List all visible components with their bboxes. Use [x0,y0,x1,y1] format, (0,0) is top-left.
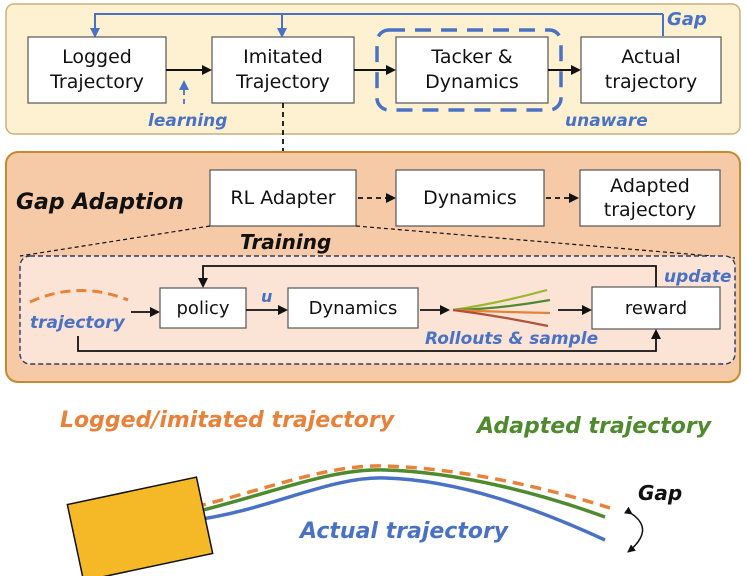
rollouts-label: Rollouts & sample [425,329,598,349]
tracker-dynamics-line2: Dynamics [425,71,519,93]
trajectory-to-reward-loop [77,329,661,352]
unaware-dashed-outline [375,28,563,112]
unaware-label: unaware [565,111,648,131]
reward-label: reward [625,298,687,319]
legend-adapted: Adapted trajectory [475,414,713,439]
rollout-curves [452,288,551,328]
imitated-trajectory-line1: Imitated [243,46,323,68]
gap-feedback-lines [90,13,664,38]
gap-adaption-title: Gap Adaption [16,190,184,215]
logged-trajectory-box[interactable] [27,36,167,104]
tracker-dynamics-line1: Tacker & [430,46,512,68]
training-dynamics-box[interactable] [287,287,419,329]
rl-adapter-box[interactable] [209,169,357,227]
actual-trajectory-label: Actual trajectory [298,519,510,544]
gap-label-bottom: Gap [638,481,682,505]
legend-logged-imitated: Logged/imitated trajectory [60,408,396,433]
dynamics-box[interactable] [395,169,545,227]
gap-label-top: Gap [667,9,707,30]
actual-trajectory-box[interactable] [580,36,722,104]
actual-trajectory-curve [194,476,606,542]
logged-trajectory-line1: Logged [62,46,132,68]
dynamics-label: Dynamics [423,187,517,209]
update-loop-arrow [198,265,657,288]
adapted-trajectory-line2: trajectory [604,199,696,221]
actual-trajectory-line1: Actual [621,46,681,68]
rl-adapter-label: RL Adapter [230,187,335,209]
vehicle-icon [66,476,214,576]
adapted-trajectory-line1: Adapted [610,175,690,197]
policy-box[interactable] [159,287,247,329]
training-trajectory-label: trajectory [30,313,126,333]
training-title: Training [240,230,331,254]
trajectory-sample-curve [29,288,129,304]
adapted-trajectory-box[interactable] [579,169,721,227]
u-label: u [261,287,272,306]
logged-trajectory-line2: Trajectory [49,71,144,93]
adapted-trajectory-curve [194,468,606,519]
actual-trajectory-line2: trajectory [605,71,697,93]
zoom-line-right [355,225,736,259]
policy-label: policy [177,298,230,319]
gap-curved-arrow [623,506,644,553]
imitated-trajectory-line2: Trajectory [235,71,330,93]
training-dynamics-label: Dynamics [309,298,398,319]
learning-label: learning [148,111,227,131]
tracker-dynamics-box[interactable] [395,36,549,104]
update-label: update [664,267,732,287]
